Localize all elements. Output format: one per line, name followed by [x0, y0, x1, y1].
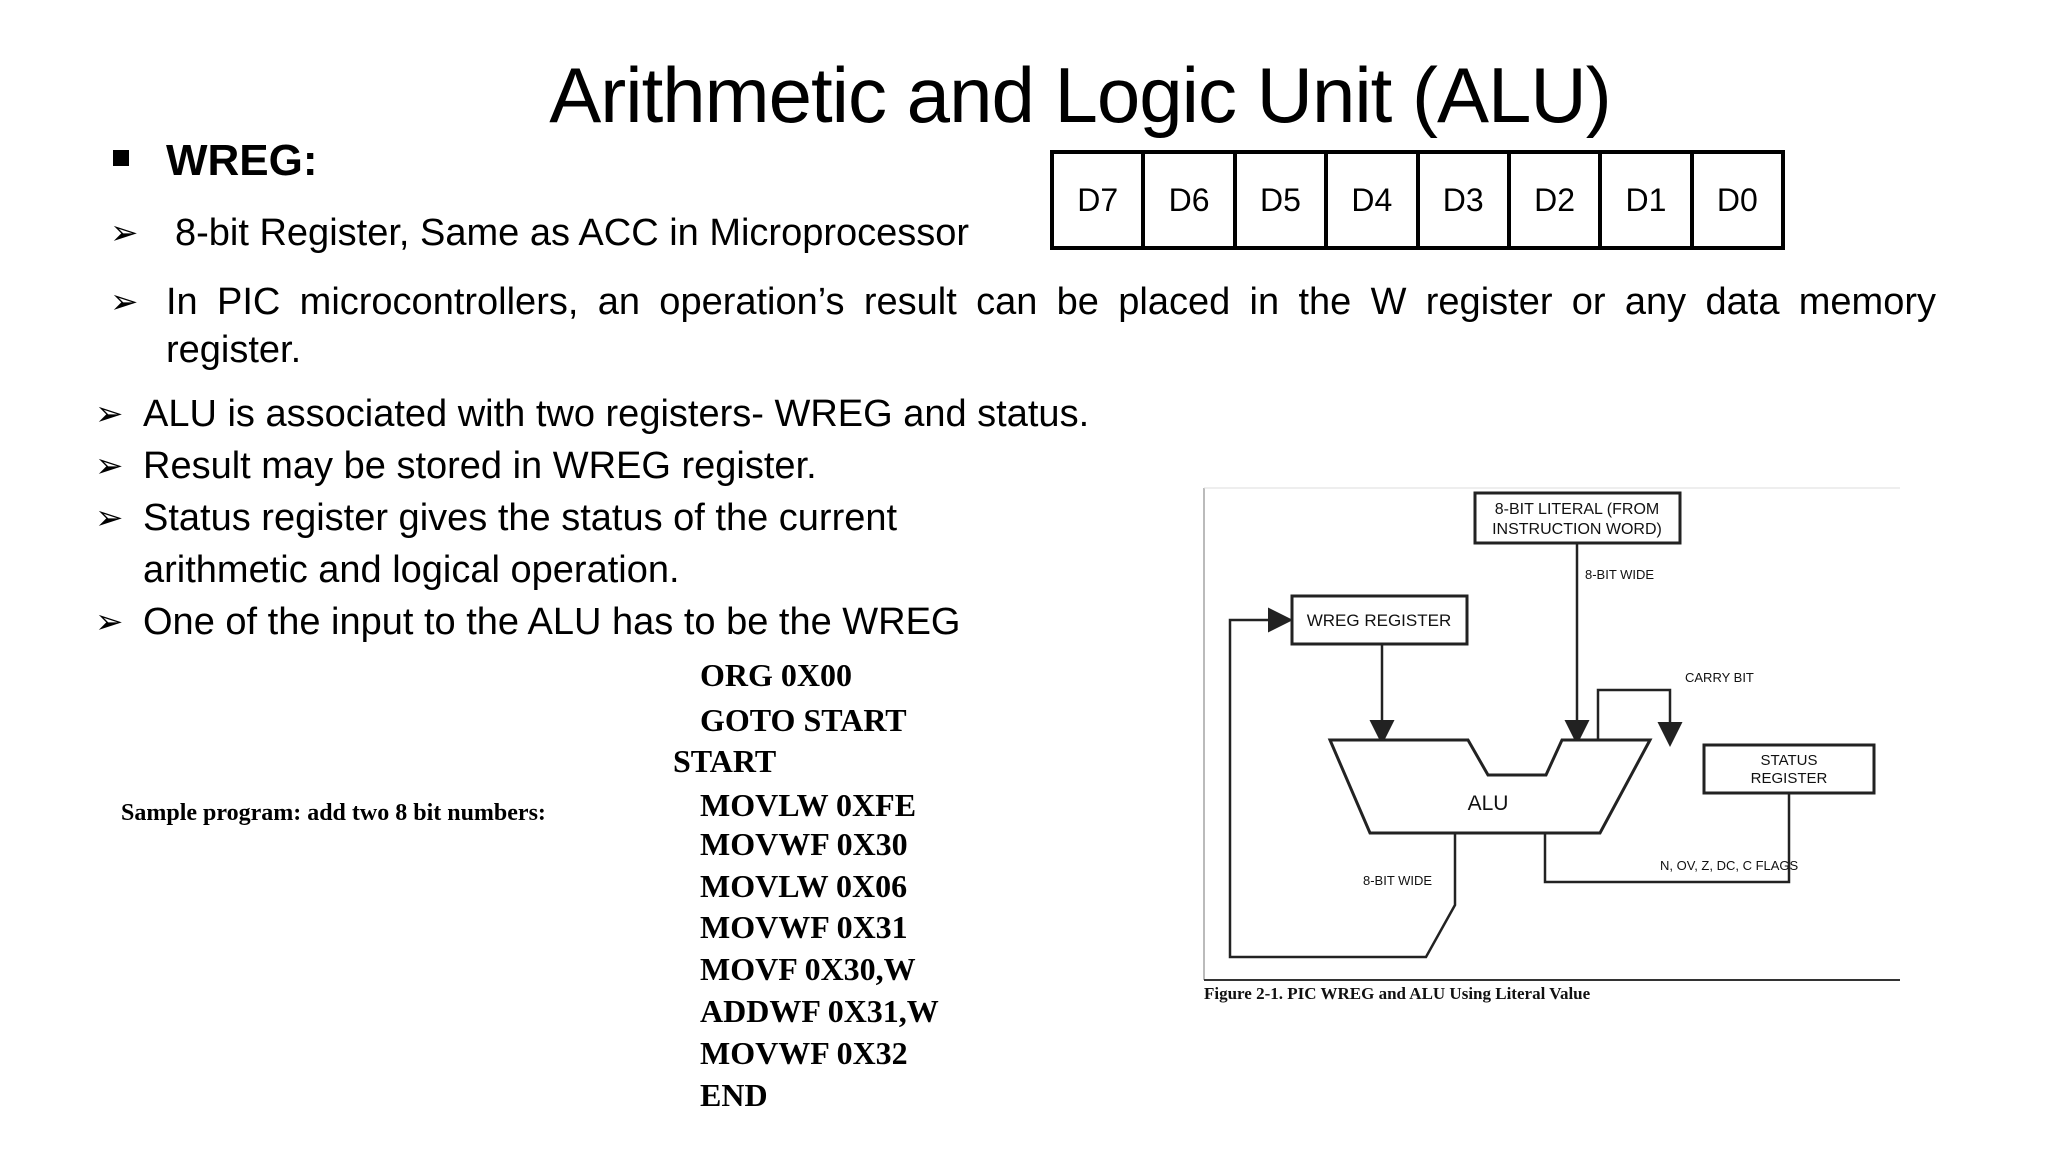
flags-label: N, OV, Z, DC, C FLAGS	[1660, 858, 1799, 873]
code-line: MOVWF 0X32	[700, 1035, 908, 1071]
wreg-bullet-2-line-1: In PIC microcontrollers, an operation’s …	[166, 281, 1936, 323]
code-line: MOVLW 0XFE	[700, 787, 917, 823]
register-bit-cell: D3	[1420, 154, 1511, 246]
alu-point-4: One of the input to the ALU has to be th…	[143, 601, 961, 643]
status-label-line-1: STATUS	[1761, 752, 1818, 769]
wreg-register-box	[1290, 594, 1469, 646]
register-bit-cell: D1	[1602, 154, 1694, 246]
code-line: MOVWF 0X30	[700, 826, 908, 862]
code-line: GOTO START	[700, 702, 907, 738]
code-line: MOVLW 0X06	[700, 868, 908, 904]
literal-box	[1473, 491, 1682, 545]
code-line: ORG 0X00	[700, 657, 852, 693]
feedback-loop-line	[1228, 607, 1457, 959]
square-bullet-icon	[113, 150, 129, 166]
arrow-bullet-icon: ➢	[95, 395, 124, 433]
code-line: MOVF 0X30,W	[700, 951, 916, 987]
arrow-bullet-icon: ➢	[110, 283, 139, 321]
flags-line	[1543, 793, 1791, 884]
sample-program-label: Sample program: add two 8 bit numbers:	[121, 800, 546, 826]
code-line: MOVWF 0X31	[700, 909, 908, 945]
register-bit-cell: D2	[1511, 154, 1603, 246]
carry-arrow-line	[1596, 688, 1683, 747]
alu-block	[1327, 738, 1653, 835]
status-label-line-2: REGISTER	[1751, 770, 1828, 787]
register-bit-cell: D4	[1328, 154, 1420, 246]
arrow-bullet-icon: ➢	[95, 499, 124, 537]
code-line: ADDWF 0X31,W	[700, 993, 939, 1029]
alu-point-3-line-1: Status register gives the status of the …	[143, 497, 898, 539]
alu-point-2: Result may be stored in WREG register.	[143, 445, 817, 487]
literal-label-line-1: 8-BIT LITERAL (FROM	[1495, 501, 1659, 518]
register-bit-cell: D6	[1145, 154, 1237, 246]
register-bit-cell: D0	[1716, 181, 1758, 218]
wreg-alu-diagram: 8-BIT LITERAL (FROM INSTRUCTION WORD) 8-…	[1203, 487, 1900, 1003]
arrow-bullet-icon: ➢	[95, 447, 124, 485]
arrow-bullet-icon: ➢	[95, 603, 124, 641]
alu-point-3-line-2: arithmetic and logical operation.	[143, 549, 680, 591]
code-line: END	[700, 1077, 768, 1113]
literal-label-line-2: INSTRUCTION WORD)	[1492, 521, 1662, 538]
register-bit-table: D7 D6 D5 D4 D3 D2 D1 D0	[1050, 150, 1785, 250]
arrow-bullet-icon: ➢	[110, 214, 139, 252]
wreg-bullet-2-line-2: register.	[166, 329, 302, 371]
code-line: START	[673, 743, 777, 779]
register-bit-cell: D5	[1237, 154, 1329, 246]
status-register-box	[1702, 743, 1876, 795]
wreg-heading: WREG:	[166, 136, 318, 185]
figure-caption: Figure 2-1. PIC WREG and ALU Using Liter…	[1204, 984, 1591, 1003]
alu-point-1: ALU is associated with two registers- WR…	[143, 393, 1090, 435]
wreg-bullet-1: 8-bit Register, Same as ACC in Microproc…	[175, 212, 970, 254]
carry-bit-label: CARRY BIT	[1685, 670, 1754, 685]
alu-label: ALU	[1468, 792, 1509, 815]
register-bit-cell: D7	[1054, 154, 1146, 246]
bit-wide-bottom-label: 8-BIT WIDE	[1363, 873, 1432, 888]
wreg-register-label: WREG REGISTER	[1307, 611, 1452, 630]
bit-wide-top-label: 8-BIT WIDE	[1585, 567, 1654, 582]
page-title: Arithmetic and Logic Unit (ALU)	[549, 51, 1611, 139]
